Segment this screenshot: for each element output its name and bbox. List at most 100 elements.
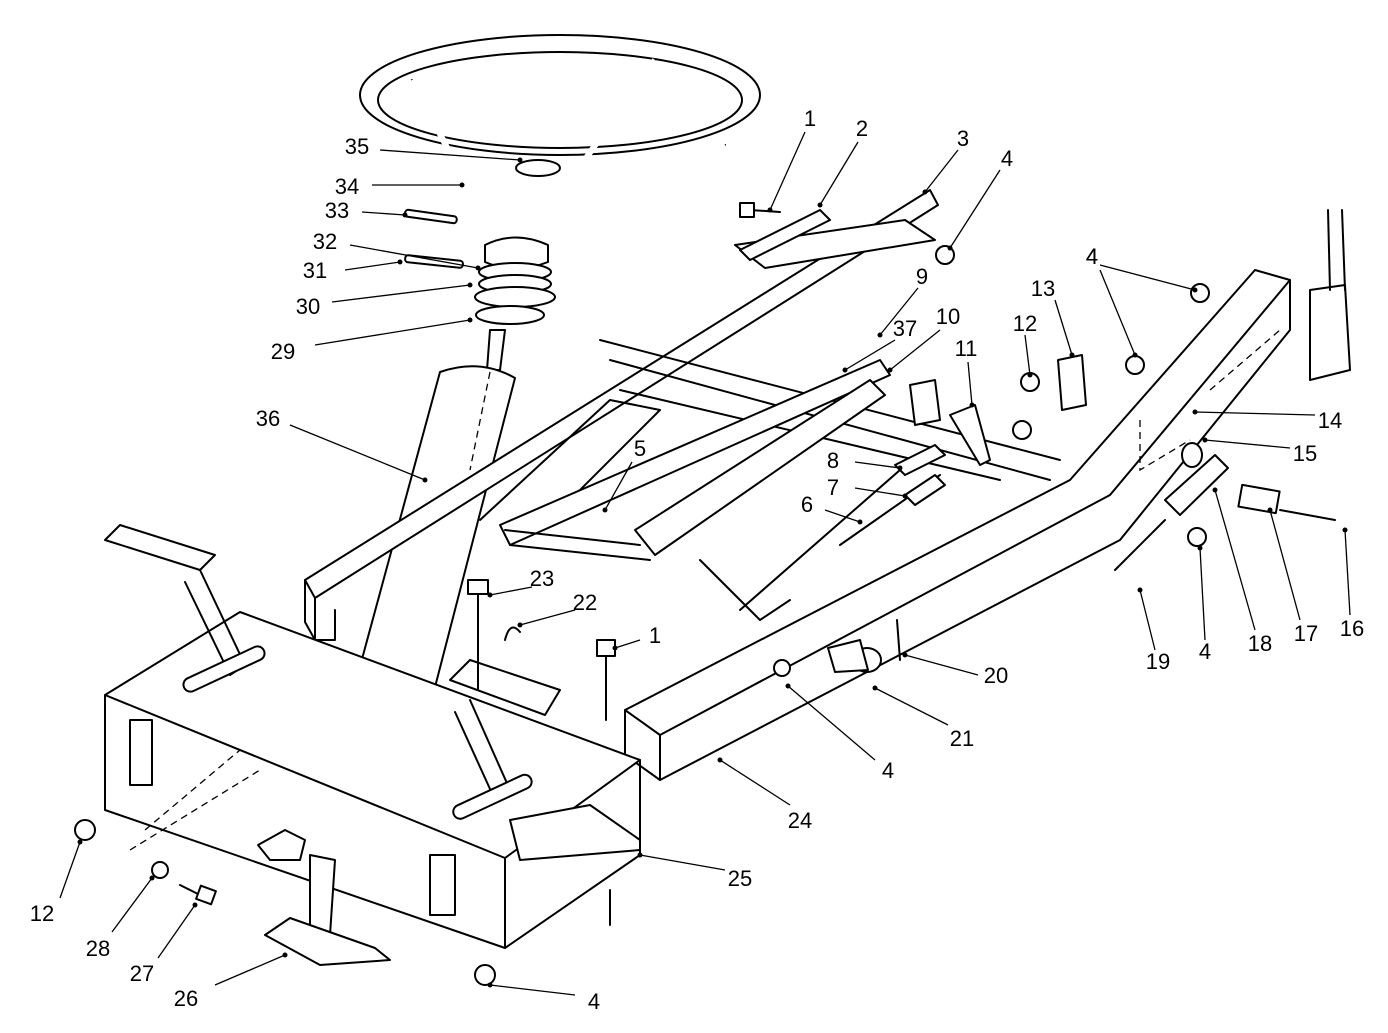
leader-dot <box>1027 372 1033 378</box>
leader-dot <box>767 207 773 213</box>
leader-dot <box>947 245 953 251</box>
leader-line <box>344 261 401 271</box>
leader-line <box>854 487 906 497</box>
part-number-label: 4 <box>1199 639 1211 664</box>
leader-line <box>1099 269 1136 356</box>
leader-line <box>489 984 576 996</box>
part-number-label: 4 <box>588 989 600 1014</box>
leader-line <box>59 841 81 899</box>
leader-line <box>719 759 791 806</box>
leader-dot <box>1267 507 1273 513</box>
side-plate-bracket <box>509 804 641 861</box>
leader-line <box>769 131 806 211</box>
part-number-label: 28 <box>86 936 110 961</box>
part-number-label: 4 <box>882 758 894 783</box>
leader-line <box>924 149 959 193</box>
part-number-label: 17 <box>1294 621 1318 646</box>
leader-line <box>904 654 979 676</box>
leader-dot <box>602 507 608 513</box>
part-number-label: 12 <box>1013 311 1037 336</box>
part-number-label: 13 <box>1031 276 1055 301</box>
part-number-label: 32 <box>313 229 337 254</box>
part-number-label: 8 <box>827 448 839 473</box>
part-number-label: 4 <box>1001 146 1013 171</box>
leader-dot <box>1212 487 1218 493</box>
leader-dot <box>785 683 791 689</box>
leader-line <box>889 329 941 371</box>
leader-line <box>614 639 641 649</box>
column-washers <box>404 208 556 325</box>
leader-dot <box>192 902 198 908</box>
leader-dot <box>517 622 523 628</box>
leader-line <box>819 141 859 206</box>
leader-dot <box>872 685 878 691</box>
part-number-label: 33 <box>325 198 349 223</box>
leader-line <box>1204 439 1291 449</box>
leader-line <box>844 339 896 371</box>
leader-line <box>157 904 196 959</box>
leader-dot <box>922 189 928 195</box>
leader-dot <box>475 265 481 271</box>
leader-line <box>1269 509 1301 621</box>
leader-dot <box>842 367 848 373</box>
leader-dot <box>887 367 893 373</box>
axle-tubes <box>499 359 901 621</box>
leader-line <box>489 586 533 596</box>
leader-line <box>824 509 861 523</box>
part-number-label: 5 <box>634 436 646 461</box>
leader-dot <box>402 212 408 218</box>
frame-left-rail <box>304 189 939 641</box>
leader-dot <box>1192 409 1198 415</box>
leader-dot <box>637 852 643 858</box>
part-number-label: 14 <box>1318 408 1342 433</box>
leader-line <box>214 954 286 986</box>
leader-lines <box>59 131 1351 996</box>
leader-dot <box>902 652 908 658</box>
part-number-label: 3 <box>957 126 969 151</box>
leader-line <box>787 685 876 761</box>
leader-line <box>1024 334 1031 376</box>
leader-line <box>879 287 919 336</box>
part-number-label: 10 <box>936 304 960 329</box>
leader-dot <box>1192 287 1198 293</box>
leader-line <box>349 244 479 269</box>
part-number-label: 37 <box>893 316 917 341</box>
part-number-label: 1 <box>649 623 661 648</box>
leader-dot <box>1202 437 1208 443</box>
leader-dot <box>902 493 908 499</box>
leader-line <box>874 687 949 726</box>
leader-line <box>604 461 633 511</box>
part-number-label: 36 <box>256 406 280 431</box>
part-number-label: 27 <box>130 961 154 986</box>
leader-line <box>361 211 406 216</box>
part-number-label: 4 <box>1086 244 1098 269</box>
part-number-label: 21 <box>950 726 974 751</box>
part-number-label: 31 <box>303 258 327 283</box>
leader-line <box>854 461 901 469</box>
part-number-label: 25 <box>728 866 752 891</box>
leader-dot <box>1197 545 1203 551</box>
leader-dot <box>817 202 823 208</box>
pedal-box <box>104 611 641 949</box>
leader-dot <box>969 402 975 408</box>
foot-stand <box>264 854 391 966</box>
leader-line <box>1199 547 1206 641</box>
part-number-label: 4 <box>1086 244 1098 269</box>
part-number-label: 9 <box>916 264 928 289</box>
leader-dot <box>397 259 403 265</box>
leader-line <box>1139 589 1156 651</box>
leader-dot <box>857 519 863 525</box>
leader-line <box>379 149 521 161</box>
leader-dot <box>612 645 618 651</box>
part-number-label: 35 <box>345 134 369 159</box>
part-number-label: 7 <box>827 475 839 500</box>
part-number-label: 6 <box>801 492 813 517</box>
part-number-label: 26 <box>174 986 198 1011</box>
part-number-label: 23 <box>530 566 554 591</box>
part-number-label: 11 <box>955 336 978 361</box>
part-number-label: 1 <box>804 106 816 131</box>
leader-dot <box>1342 527 1348 533</box>
